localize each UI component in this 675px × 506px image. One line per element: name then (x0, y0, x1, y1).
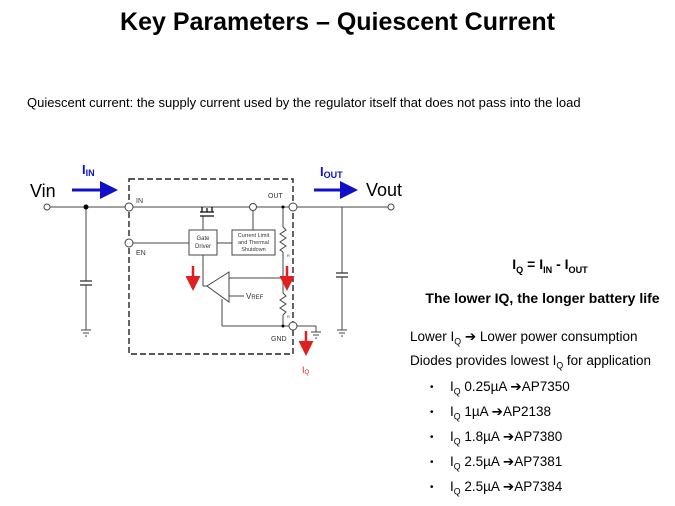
pin-in-label: IN (136, 198, 143, 205)
slide-title: Key Parameters – Quiescent Current (120, 8, 555, 36)
vref-label: VREF (246, 292, 264, 301)
iq-arrow-icons (185, 266, 314, 356)
op-amp-icon (206, 271, 230, 303)
mosfet-icon (200, 207, 214, 217)
iq-formula: IQ = IIN - IOUT (512, 256, 588, 275)
point-diodes: Diodes provides lowest IQ for applicatio… (410, 353, 651, 371)
bullet-item: •IQ 1µA ➔AP2138 (430, 404, 552, 422)
svg-text:R: R (287, 253, 290, 258)
ground-icons (81, 329, 347, 339)
vout-label: Vout (366, 180, 402, 200)
bullet-item: •IQ 2.5µA ➔AP7384 (430, 479, 563, 497)
subtitle: Quiescent current: the supply current us… (27, 95, 581, 110)
junction-dot (83, 204, 89, 210)
ic-boundary (128, 178, 294, 355)
bullet-item: •IQ 1.8µA ➔AP7380 (430, 429, 563, 447)
svg-text:R: R (287, 314, 290, 319)
bullet-item: •IQ 0.25µA ➔AP7350 (430, 379, 570, 397)
bullet-item: •IQ 2.5µA ➔AP7381 (430, 454, 563, 472)
pin-circles (43, 202, 395, 331)
current-limit-label: and Thermal (238, 240, 269, 246)
current-limit-block (231, 229, 276, 256)
capacitor-icons (80, 272, 348, 286)
ldo-circuit-diagram: Gate Driver Current Limit and Thermal Sh… (30, 162, 402, 376)
pin-en-label: EN (136, 250, 146, 257)
resistor-icons (279, 226, 287, 316)
iq-label: IQ (302, 365, 310, 376)
iout-label: IOUT (320, 164, 343, 180)
gate-driver-label: Driver (195, 244, 211, 250)
wires (50, 206, 388, 332)
vin-label: Vin (30, 181, 56, 201)
point-power: Lower IQ ➔ Lower power consumption (410, 329, 638, 347)
tagline: The lower IQ, the longer battery life (425, 290, 660, 306)
pin-gnd-label: GND (271, 336, 287, 343)
gate-driver-label: Gate (196, 236, 210, 242)
iin-label: IIN (82, 162, 95, 178)
current-limit-label: Current Limit (238, 233, 270, 239)
pin-out-label: OUT (268, 193, 284, 200)
gate-driver-block (188, 229, 218, 256)
current-limit-label: Shutdown (241, 247, 265, 253)
